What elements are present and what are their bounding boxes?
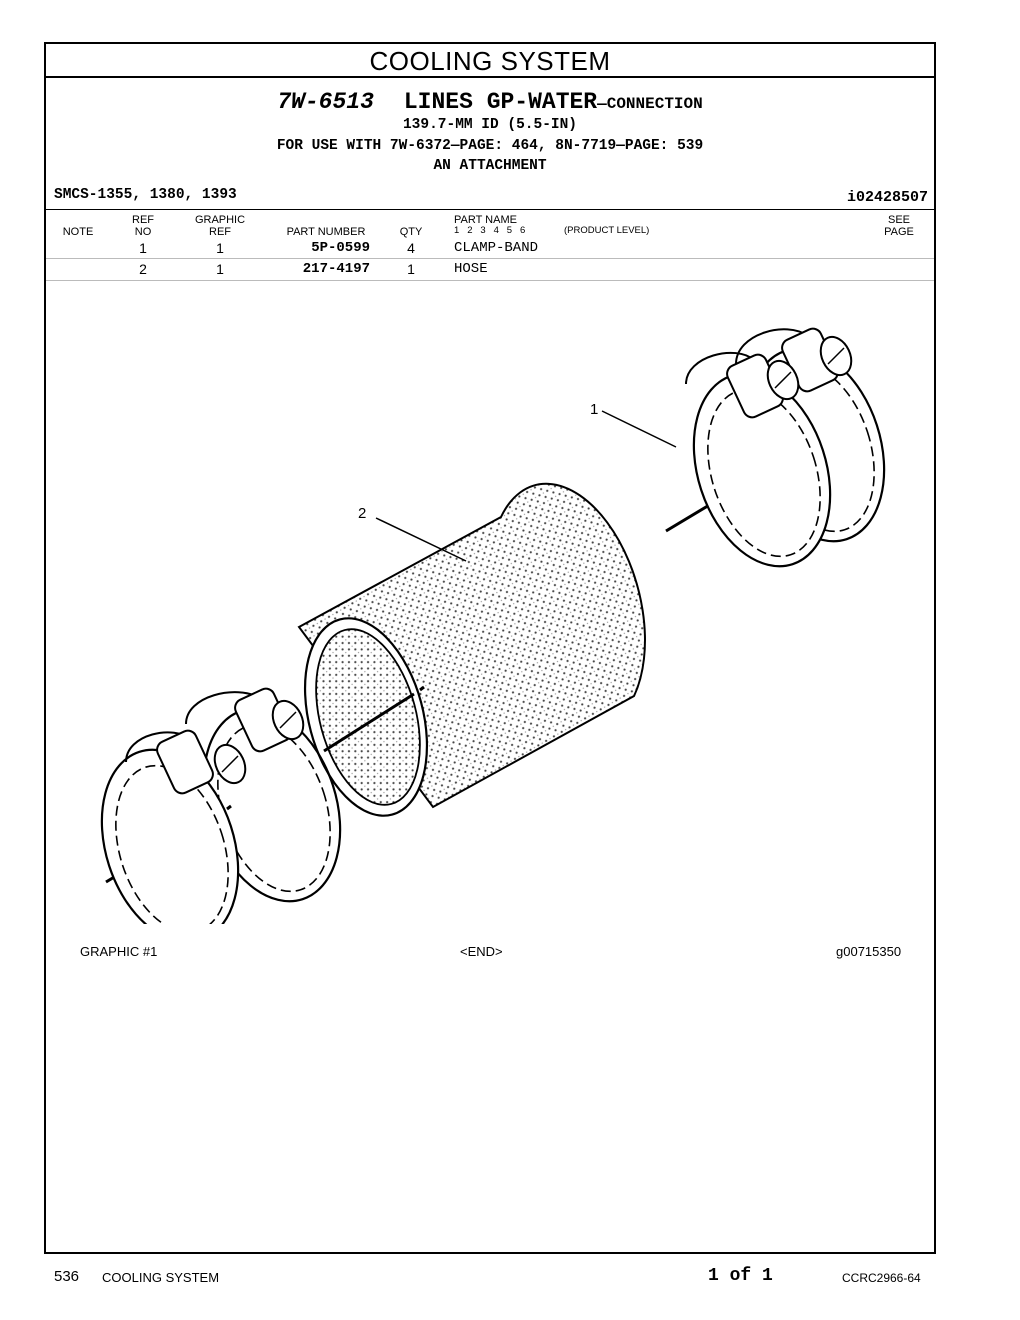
table-bottom-rule [46,280,934,281]
clamp-band-left-front [100,729,247,924]
callout-2-label: 2 [358,505,366,522]
col-see-header-bottom: PAGE [884,226,914,238]
end-marker: <END> [460,944,503,959]
table-top-rule [46,209,934,210]
clamp-band-right-front [685,351,832,568]
col-graphic-header-bottom: REF [209,226,231,238]
callout-1-label: 1 [590,401,598,418]
col-qty-header: QTY [399,226,423,238]
row1-ref-no: 1 [139,240,147,256]
col-part-number-header: PART NUMBER [286,226,366,238]
callout-1-leader [601,410,677,448]
group-name-suffix: —CONNECTION [597,95,703,113]
row2-ref-no: 2 [139,261,147,277]
page-frame: COOLING SYSTEM 7W-6513 LINES GP-WATER—CON… [44,42,936,1254]
graphic-id: g00715350 [836,944,902,959]
row-divider [46,258,934,259]
parts-illustration: 1 2 [100,327,886,924]
footer-section: COOLING SYSTEM [102,1270,220,1285]
col-part-name-header: PART NAME [454,214,517,226]
col-refno-header-top: REF [132,214,154,226]
group-size-line: 139.7-MM ID (5.5-IN) [402,117,578,133]
doc-code: CCRC2966-64 [842,1271,921,1285]
row1-qty: 4 [407,240,415,256]
group-use-line: FOR USE WITH 7W-6372—PAGE: 464, 8N-7719—… [276,138,704,154]
row2-part-name: HOSE [454,261,488,277]
row2-part-number: 217-4197 [302,261,370,277]
row2-qty: 1 [407,261,415,277]
page-number: 536 [54,1268,80,1285]
group-heading: 7W-6513 LINES GP-WATER—CONNECTION [46,88,934,118]
col-levels-header: 1 2 3 4 5 6 [454,225,526,236]
row1-part-name: CLAMP-BAND [454,240,539,256]
row1-graphic-ref: 1 [216,240,224,256]
smcs-codes: SMCS-1355, 1380, 1393 [54,187,237,203]
hose [297,482,646,817]
section-title: COOLING SYSTEM [46,44,934,78]
group-name: LINES GP-WATER [403,89,598,115]
row1-part-number: 5P-0599 [311,240,370,256]
page-of: 1 of 1 [708,1266,773,1286]
graphic-number: GRAPHIC #1 [80,944,158,959]
col-note-header: NOTE [62,226,94,238]
group-attachment-line: AN ATTACHMENT [433,158,547,174]
col-product-level-header: (PRODUCT LEVEL) [564,225,650,236]
row2-graphic-ref: 1 [216,261,224,277]
group-part-number: 7W-6513 [277,89,374,115]
col-see-header-top: SEE [887,214,910,226]
callout-2-leader [375,517,467,562]
col-graphic-header-top: GRAPHIC [194,214,246,226]
illustration-id: i02428507 [846,189,928,206]
col-refno-header-bottom: NO [134,226,152,238]
